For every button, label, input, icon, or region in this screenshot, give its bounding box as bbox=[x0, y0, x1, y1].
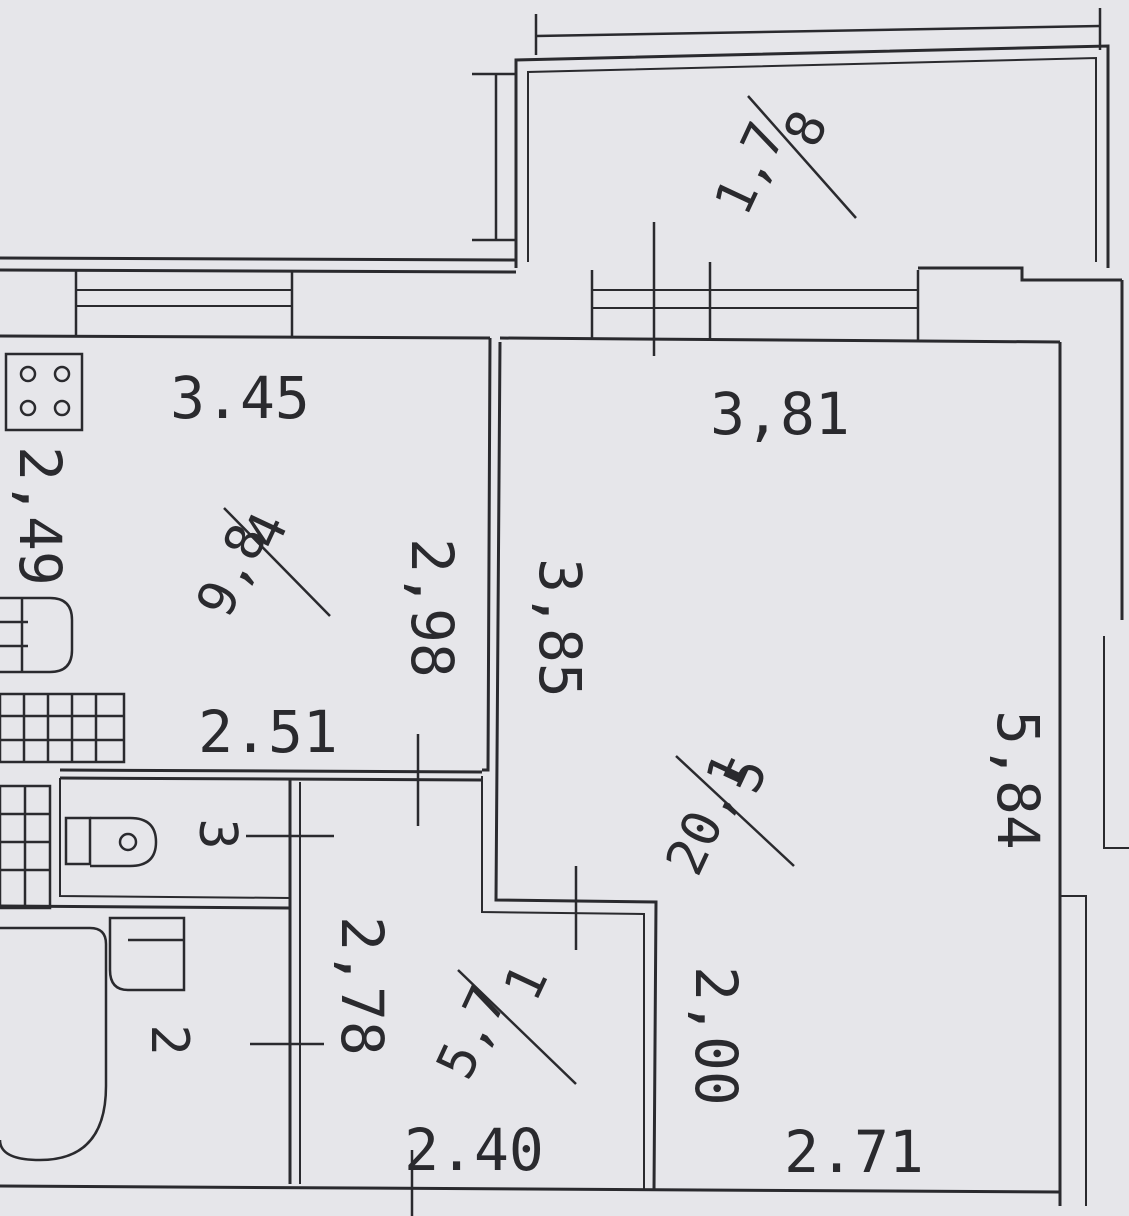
dim-hall-side: 2,78 bbox=[328, 916, 396, 1056]
dim-living-inner: 2,00 bbox=[682, 966, 750, 1106]
dim-living-right: 5,84 bbox=[984, 710, 1052, 850]
dim-kitchen-width: 3.45 bbox=[170, 364, 310, 432]
dim-living-top: 3,81 bbox=[710, 380, 850, 448]
room-1-area: 5,7 bbox=[426, 978, 520, 1088]
dim-living-left: 3,85 bbox=[526, 558, 594, 698]
room-2-number: 2 bbox=[139, 1024, 199, 1055]
dim-living-bottom: 2.71 bbox=[784, 1118, 924, 1186]
bathtub-icon bbox=[0, 926, 108, 1162]
dim-kitchen-side-right: 2,98 bbox=[398, 538, 466, 678]
dim-kitchen-bottom: 2.51 bbox=[198, 698, 338, 766]
sink-icon bbox=[0, 596, 74, 674]
room-3-number: 3 bbox=[187, 818, 247, 849]
dim-kitchen-side-left: 2,49 bbox=[6, 446, 74, 586]
exterior-wall bbox=[0, 222, 1129, 1206]
fixtures bbox=[0, 352, 186, 1162]
washbasin-icon bbox=[108, 916, 186, 992]
room-5-area: 20,1 bbox=[655, 745, 762, 884]
stove-icon bbox=[4, 352, 84, 432]
interior-walls bbox=[0, 337, 1061, 1216]
balcony bbox=[472, 8, 1110, 268]
room-marks bbox=[223, 507, 795, 1085]
toilet-icon bbox=[64, 816, 158, 868]
tile-grid-icon bbox=[0, 692, 126, 910]
dim-hall-bottom: 2.40 bbox=[404, 1116, 544, 1184]
